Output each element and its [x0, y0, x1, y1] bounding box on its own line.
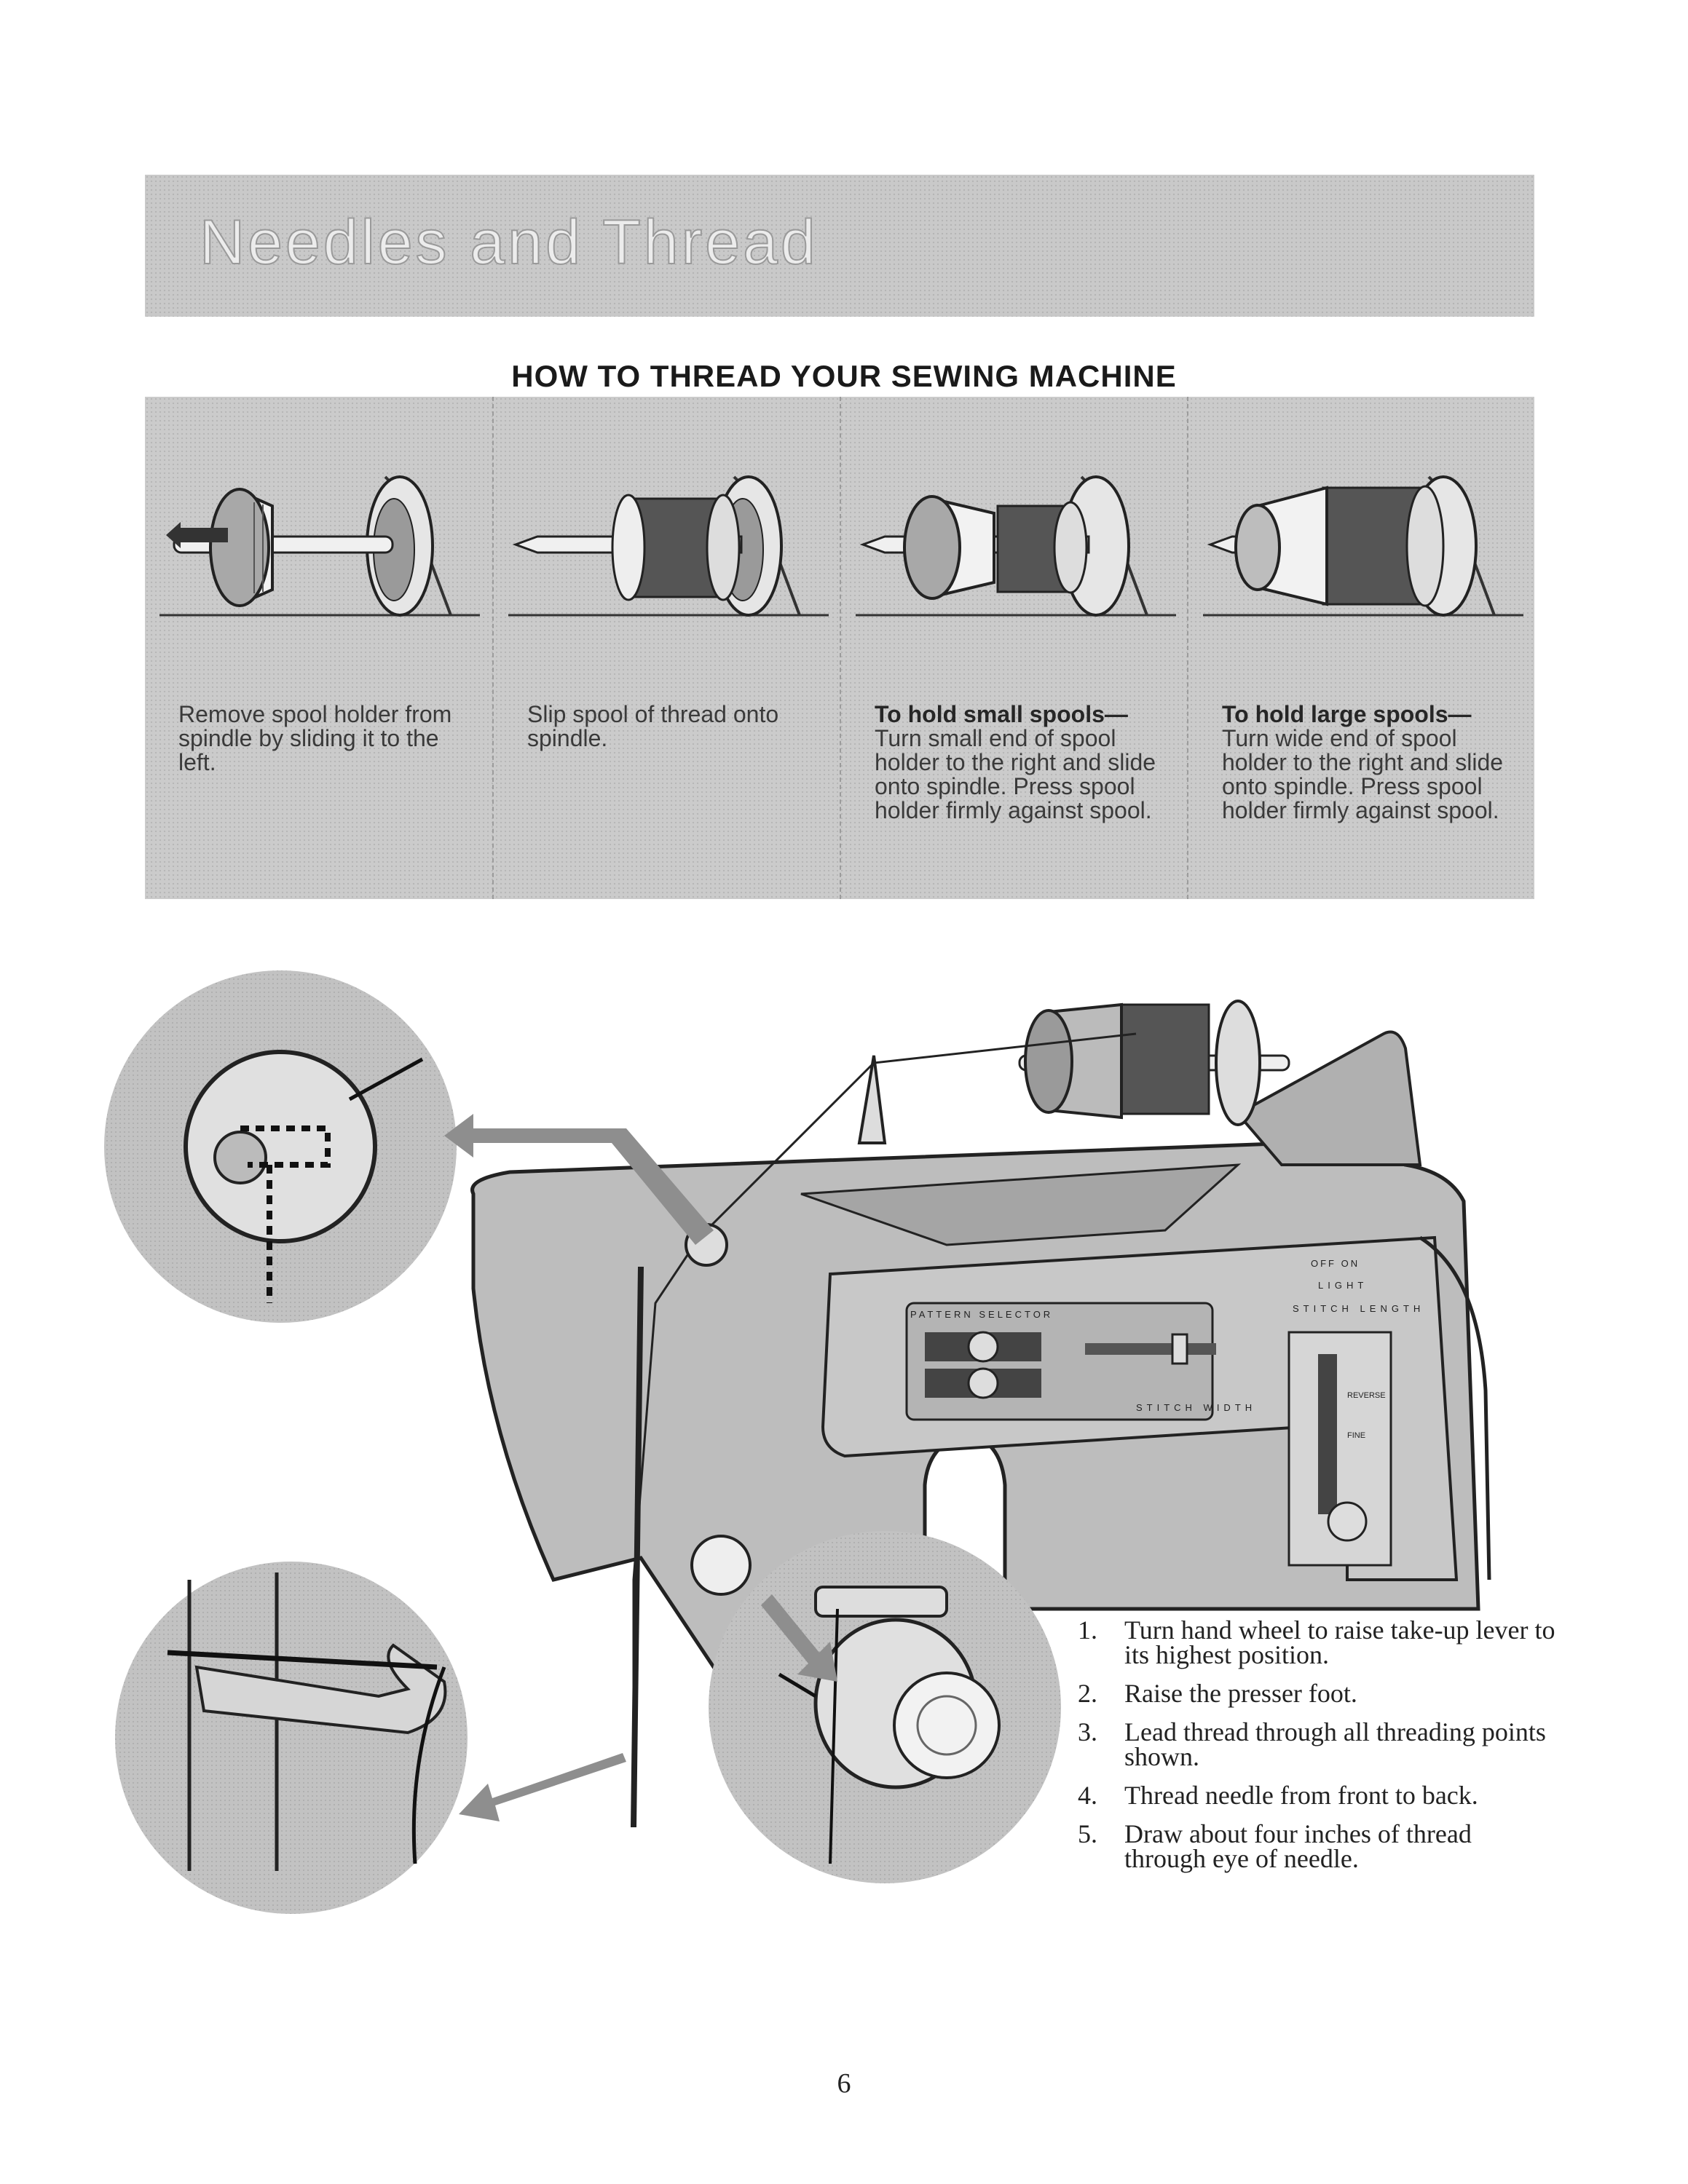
zoom-tension-assembly: [709, 1531, 1061, 1883]
zoom-needle-threading: [115, 1562, 468, 1914]
threading-diagram: STITCH WIDTH PATTERN SELECTOR STITCH LEN…: [104, 970, 1491, 1914]
tension-dial: [690, 1535, 752, 1596]
spool-holder-removal-illustration: [159, 475, 480, 617]
spool-on-spindle-illustration: [508, 475, 829, 617]
pattern-selector-label: PATTERN SELECTOR: [910, 1309, 1053, 1320]
section-banner: Needles and Thread: [145, 175, 1534, 317]
large-spool-holder-illustration: [1203, 475, 1523, 617]
spool-steps-strip: Remove spool holder from spindle by slid…: [145, 397, 1534, 899]
spool-step-panel: Remove spool holder from spindle by slid…: [145, 397, 492, 899]
zoom-thread-guide: [104, 970, 457, 1323]
threading-instructions: 1.Turn hand wheel to raise take-up lever…: [1078, 1615, 1558, 1885]
top-spool: [857, 1000, 1290, 1144]
instruction-item: 5.Draw about four inches of thread throu…: [1078, 1819, 1472, 1873]
stitch-length-label: STITCH LENGTH: [1293, 1303, 1424, 1314]
section-title: Needles and Thread: [199, 207, 819, 278]
spool-step-panel: To hold large spools— Turn wide end of s…: [1187, 397, 1536, 899]
small-spool-holder-illustration: [856, 475, 1176, 617]
spool-step-text: To hold large spools— Turn wide end of s…: [1222, 701, 1504, 823]
off-on-label: OFF ON: [1311, 1258, 1360, 1269]
stitch-width-label: STITCH WIDTH: [1136, 1402, 1256, 1413]
instruction-item: 2.Raise the presser foot.: [1078, 1679, 1357, 1708]
light-label: LIGHT: [1318, 1280, 1368, 1291]
fine-label: FINE: [1347, 1431, 1365, 1440]
needle-bar: [631, 1266, 644, 1828]
spool-step-text: Slip spool of thread onto spindle.: [527, 701, 779, 751]
instruction-item: 4.Thread needle from front to back.: [1078, 1781, 1478, 1810]
spool-step-text: Remove spool holder from spindle by slid…: [178, 701, 452, 775]
instruction-item: 1.Turn hand wheel to raise take-up lever…: [1078, 1615, 1555, 1669]
instruction-item: 3.Lead thread through all threading poin…: [1078, 1717, 1546, 1771]
reverse-label: REVERSE: [1347, 1391, 1386, 1400]
threading-heading: HOW TO THREAD YOUR SEWING MACHINE: [511, 359, 1177, 393]
spool-step-panel: To hold small spools— Turn small end of …: [840, 397, 1188, 899]
zoom-arrows: [444, 1114, 837, 1821]
spool-step-text: To hold small spools— Turn small end of …: [875, 701, 1156, 823]
page-number: 6: [837, 2068, 851, 2099]
spool-step-panel: Slip spool of thread onto spindle.: [492, 397, 841, 899]
